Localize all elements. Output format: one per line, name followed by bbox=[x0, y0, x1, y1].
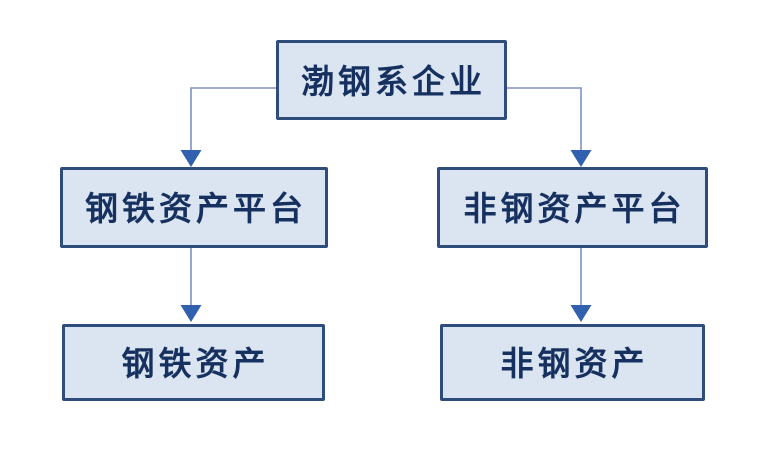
node-nonsteel-assets-label: 非钢资产 bbox=[500, 344, 649, 383]
node-nonsteel-assets: 非钢资产 bbox=[440, 324, 705, 401]
connector-root-to-steel-platform bbox=[190, 87, 276, 151]
arrowhead-nonsteel-assets bbox=[570, 305, 592, 322]
node-steel-platform: 钢铁资产平台 bbox=[60, 167, 328, 248]
arrowhead-nonsteel-platform bbox=[570, 150, 592, 167]
node-steel-assets: 钢铁资产 bbox=[62, 324, 325, 401]
node-root-label: 渤钢系企业 bbox=[301, 61, 486, 101]
arrowhead-steel-assets bbox=[180, 305, 202, 322]
node-steel-assets-label: 钢铁资产 bbox=[121, 344, 270, 383]
node-nonsteel-platform: 非钢资产平台 bbox=[437, 167, 708, 248]
node-root: 渤钢系企业 bbox=[276, 40, 507, 120]
node-nonsteel-platform-label: 非钢资产平台 bbox=[463, 189, 686, 228]
arrowhead-steel-platform bbox=[180, 150, 202, 167]
connector-root-to-nonsteel-platform bbox=[507, 87, 582, 151]
node-steel-platform-label: 钢铁资产平台 bbox=[85, 189, 307, 228]
